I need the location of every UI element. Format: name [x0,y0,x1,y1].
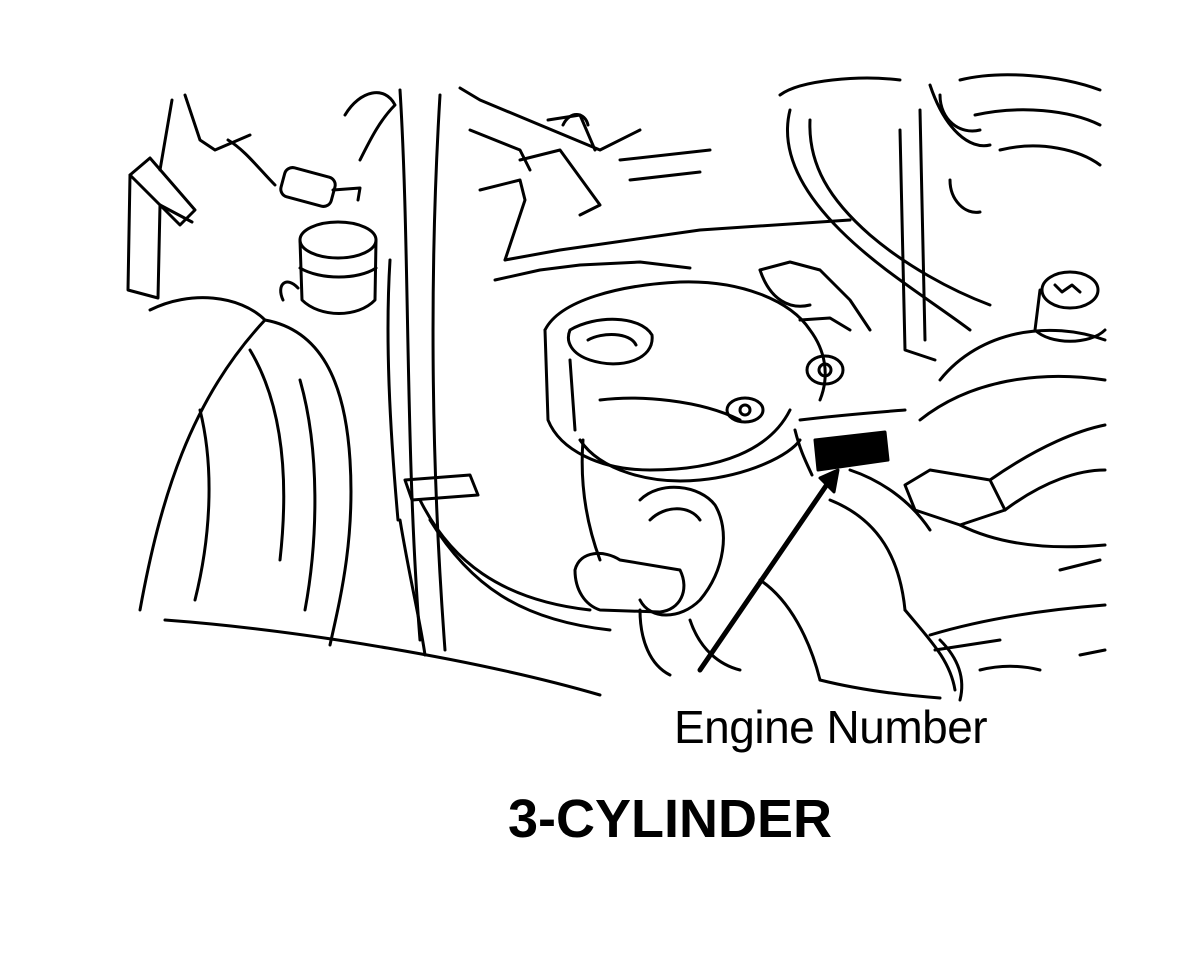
engine-number-label: Engine Number [674,701,988,753]
lower-contour [163,618,942,700]
upper-bracket [458,86,872,332]
callout-arrow [697,468,840,673]
figure-caption: 3-CYLINDER [508,789,833,849]
hoses-left [386,88,612,657]
right-components [778,73,1107,702]
oil-filler-cap [226,91,397,315]
engine-number-plate [793,408,907,477]
distributor [543,280,852,682]
left-fender [126,93,353,647]
